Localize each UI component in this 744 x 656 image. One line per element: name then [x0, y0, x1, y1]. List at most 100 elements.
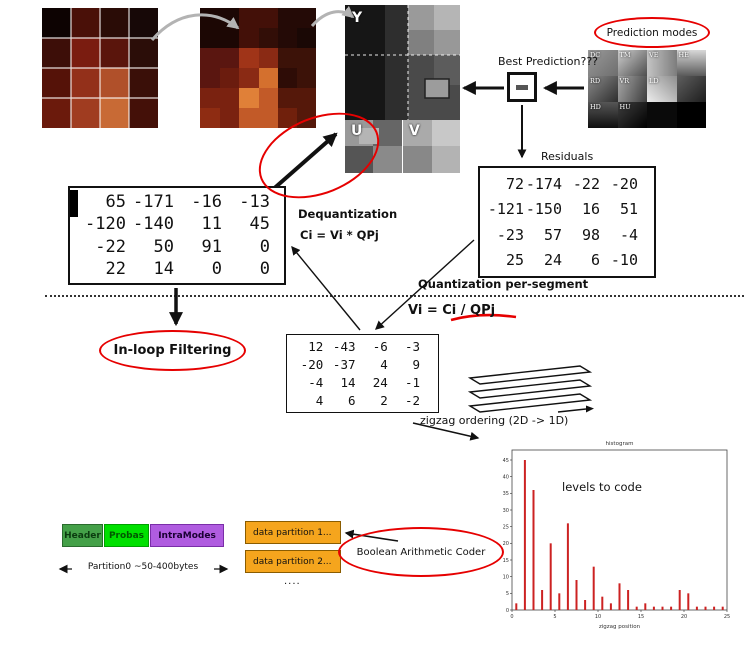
matrix-cell: 45 — [249, 214, 270, 235]
prediction-mode-cell: VR — [617, 76, 647, 102]
section-divider — [45, 295, 744, 297]
intramodes-box-label: IntraModes — [158, 530, 216, 541]
svg-text:5: 5 — [506, 591, 509, 597]
prediction-mode-cell — [647, 102, 677, 128]
u-plane-label: U — [351, 123, 363, 139]
matrix-cell: -140 — [133, 214, 174, 235]
svg-text:45: 45 — [503, 458, 509, 464]
matrix-cell: -2 — [404, 393, 420, 409]
matrix-cell: -4 — [619, 225, 638, 244]
svg-text:20: 20 — [681, 614, 687, 620]
matrix-cell: 24 — [543, 251, 562, 270]
boolean-coder-ellipse: Boolean Arithmetic Coder — [338, 527, 504, 577]
data-partition-1-label: data partition 1... — [253, 527, 332, 538]
prediction-mode-cell: HE — [676, 50, 706, 76]
prediction-modes-ellipse: Prediction modes — [594, 17, 710, 48]
pixelated-frame-image — [200, 8, 316, 128]
residuals-label: Residuals — [541, 150, 594, 163]
svg-text:0: 0 — [506, 608, 509, 614]
matrix-cell: -13 — [239, 192, 270, 213]
more-partitions-dots: .... — [284, 576, 301, 587]
v-plane-label: V — [409, 123, 420, 139]
matrix-cell: 6 — [347, 393, 356, 409]
matrix-cell: 11 — [201, 214, 222, 235]
matrix-cell: 98 — [581, 225, 600, 244]
matrix-cell: 91 — [201, 236, 222, 257]
matrix-cell: -174 — [525, 174, 562, 193]
matrix-cell: -150 — [525, 200, 562, 219]
matrix-marker — [70, 190, 78, 217]
dequantization-title: Dequantization — [298, 207, 398, 221]
svg-text:25: 25 — [503, 524, 509, 530]
data-partition-2-label: data partition 2... — [253, 556, 332, 567]
best-prediction-label: Best Prediction??? — [498, 55, 599, 68]
boolean-coder-label: Boolean Arithmetic Coder — [356, 546, 486, 558]
source-frame-image — [42, 8, 158, 128]
svg-text:10: 10 — [503, 574, 509, 580]
data-partition-2-box: data partition 2... — [245, 550, 341, 573]
svg-text:40: 40 — [503, 474, 509, 480]
prediction-mode-cell: HD — [588, 102, 618, 128]
matrix-cell: 9 — [412, 356, 420, 372]
matrix-cell: 50 — [153, 236, 174, 257]
matrix-cell: 22 — [105, 258, 126, 279]
bitstream-probas-box: Probas — [104, 524, 149, 547]
zigzag-stripes-image — [467, 365, 594, 413]
partition0-label: Partition0 ~50-400bytes — [72, 562, 214, 572]
svg-text:35: 35 — [503, 491, 509, 497]
matrix-cell: 4 — [315, 393, 324, 409]
svg-text:15: 15 — [638, 614, 644, 620]
matrix-cell: -10 — [610, 251, 638, 270]
matrix-cell: -121 — [487, 200, 524, 219]
matrix-cell: 12 — [308, 338, 324, 354]
matrix-cell: -43 — [332, 338, 356, 354]
svg-text:0: 0 — [510, 614, 513, 620]
matrix-row: 65-171-16-13 — [78, 192, 270, 212]
u-plane-image — [345, 120, 402, 173]
matrix-cell: -37 — [332, 356, 356, 372]
svg-text:20: 20 — [503, 541, 509, 547]
probas-box-label: Probas — [108, 530, 145, 541]
inloop-filtering-label: In-loop Filtering — [113, 343, 232, 358]
prediction-modes-label: Prediction modes — [606, 26, 698, 39]
svg-text:zigzag position: zigzag position — [599, 624, 641, 630]
matrix-row: -22 50 91 0 — [78, 237, 270, 257]
prediction-mode-cell — [676, 102, 706, 128]
matrix-cell: 24 — [372, 375, 388, 391]
data-partition-1-box: data partition 1... — [245, 521, 341, 544]
matrix-cell: -4 — [308, 375, 324, 391]
inloop-filtering-ellipse: In-loop Filtering — [99, 330, 246, 371]
matrix-cell: 0 — [259, 236, 270, 257]
bitstream-header-box: Header — [62, 524, 103, 547]
matrix-row: 72-174-22-20 — [486, 175, 638, 193]
matrix-cell: -22 — [95, 236, 126, 257]
matrix-cell: 14 — [340, 375, 356, 391]
matrix-cell: 72 — [505, 174, 524, 193]
matrix-cell: 51 — [619, 200, 638, 219]
quantization-formula: Vi = Ci / QPj — [408, 303, 496, 318]
matrix-cell: 65 — [105, 192, 126, 213]
dequantization-formula: Ci = Vi * QPj — [300, 228, 379, 242]
quantization-title: Quantization per-segment — [418, 277, 589, 291]
matrix-cell: 0 — [259, 258, 270, 279]
matrix-row: 25 24 6 -10 — [486, 251, 638, 269]
prediction-mode-cell: TM — [617, 50, 647, 76]
matrix-cell: 0 — [211, 258, 222, 279]
header-box-label: Header — [64, 530, 101, 541]
zigzag-label: zigzag ordering (2D -> 1D) — [420, 414, 569, 427]
matrix-cell: 25 — [505, 251, 524, 270]
matrix-cell: 14 — [153, 258, 174, 279]
matrix-cell: -16 — [191, 192, 222, 213]
matrix-cell: -23 — [496, 225, 524, 244]
matrix-cell: 6 — [590, 251, 600, 270]
